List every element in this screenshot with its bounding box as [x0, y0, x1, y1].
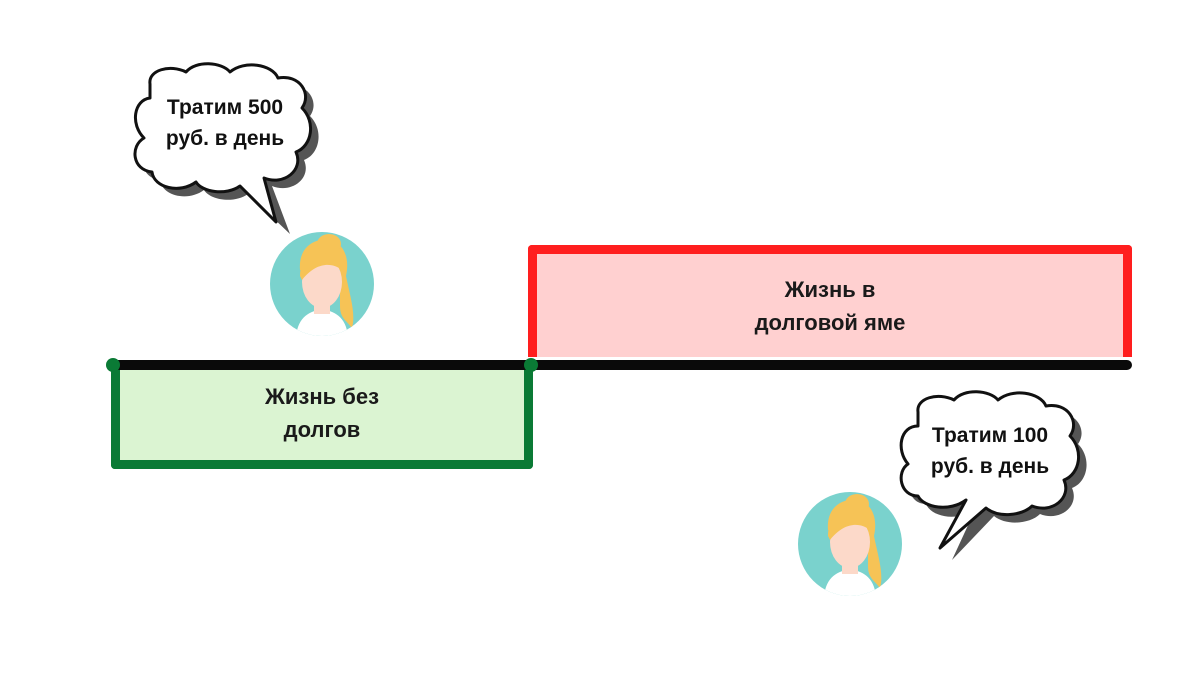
speech-bubble-1 [133, 62, 319, 234]
speech-bubble-cloud [133, 62, 312, 224]
woman-avatar-icon [798, 492, 902, 596]
speech-bubble-2-text: Тратим 100 руб. в день [930, 424, 1050, 478]
speech-bubble-1-text: Тратим 500 руб. в день [165, 96, 285, 150]
timeline-line [108, 360, 1132, 370]
woman-avatar-icon [270, 232, 374, 336]
debt-free-box-corner [524, 358, 538, 372]
debt-free-box: Жизнь без долгов [111, 365, 533, 469]
debt-free-box-corner [106, 358, 120, 372]
debt-free-label: Жизнь без долгов [264, 383, 380, 442]
debt-pit-label: Жизнь в долговой яме [754, 276, 906, 335]
debt-pit-box: Жизнь в долговой яме [528, 245, 1132, 357]
speech-bubble-2 [899, 390, 1087, 560]
speech-bubble-cloud [899, 390, 1080, 550]
